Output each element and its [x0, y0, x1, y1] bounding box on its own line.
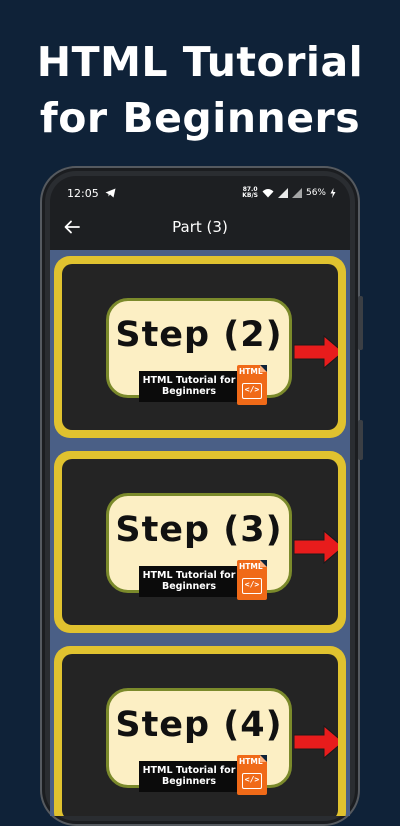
- network-speed-value: 87.0: [242, 186, 258, 193]
- step-caption: HTML Tutorial for Beginners: [139, 371, 239, 402]
- back-button[interactable]: [62, 217, 82, 237]
- battery-percent: 56%: [305, 188, 326, 198]
- telegram-icon: [105, 188, 116, 198]
- html-file-icon: HTML </>: [237, 560, 267, 600]
- step-list[interactable]: Step (2) HTML Tutorial for Beginners HTM…: [50, 250, 350, 816]
- step-card[interactable]: Step (4) HTML Tutorial for Beginners HTM…: [54, 646, 346, 816]
- arrow-right-icon: [294, 334, 338, 370]
- step-card-image: Step (4) HTML Tutorial for Beginners HTM…: [62, 654, 338, 816]
- charging-icon: [330, 188, 336, 198]
- step-bubble: Step (3) HTML Tutorial for Beginners HTM…: [106, 493, 292, 600]
- headline-line-1: HTML Tutorial: [36, 38, 364, 86]
- phone-screen: 12:05 87.0 KB/S 56%: [50, 176, 350, 816]
- step-label: Step (3): [115, 510, 283, 550]
- app-bar: Part (3): [50, 210, 350, 244]
- signal-icon-2: [291, 188, 302, 198]
- arrow-right-icon: [294, 529, 338, 565]
- html-badge-label: HTML: [239, 367, 263, 376]
- html-badge-label: HTML: [239, 562, 263, 571]
- step-label: Step (4): [115, 705, 283, 745]
- step-label: Step (2): [115, 315, 283, 355]
- network-speed: 87.0 KB/S: [242, 187, 258, 199]
- step-card-image: Step (3) HTML Tutorial for Beginners HTM…: [62, 459, 338, 625]
- signal-icon: [277, 188, 288, 198]
- step-bubble: Step (2) HTML Tutorial for Beginners HTM…: [106, 298, 292, 405]
- arrow-left-icon: [64, 220, 80, 234]
- step-card[interactable]: Step (3) HTML Tutorial for Beginners HTM…: [54, 451, 346, 633]
- screen-title: Part (3): [172, 218, 228, 236]
- code-glyph: </>: [242, 578, 262, 594]
- phone-side-button-bottom: [358, 420, 363, 460]
- step-caption: HTML Tutorial for Beginners: [139, 761, 239, 792]
- promo-headline: HTML Tutorial for Beginners: [0, 34, 400, 146]
- status-bar: 12:05 87.0 KB/S 56%: [50, 176, 350, 210]
- html-file-icon: HTML </>: [237, 365, 267, 405]
- headline-line-2: for Beginners: [39, 94, 361, 142]
- step-card-image: Step (2) HTML Tutorial for Beginners HTM…: [62, 264, 338, 430]
- phone-side-button-top: [358, 296, 363, 350]
- network-speed-unit: KB/S: [242, 192, 258, 199]
- code-glyph: </>: [242, 383, 262, 399]
- html-file-icon: HTML </>: [237, 755, 267, 795]
- step-card[interactable]: Step (2) HTML Tutorial for Beginners HTM…: [54, 256, 346, 438]
- html-badge-label: HTML: [239, 757, 263, 766]
- arrow-right-icon: [294, 724, 338, 760]
- wifi-icon: [262, 188, 274, 198]
- status-time: 12:05: [67, 186, 99, 200]
- step-caption: HTML Tutorial for Beginners: [139, 566, 239, 597]
- code-glyph: </>: [242, 773, 262, 789]
- step-bubble: Step (4) HTML Tutorial for Beginners HTM…: [106, 688, 292, 795]
